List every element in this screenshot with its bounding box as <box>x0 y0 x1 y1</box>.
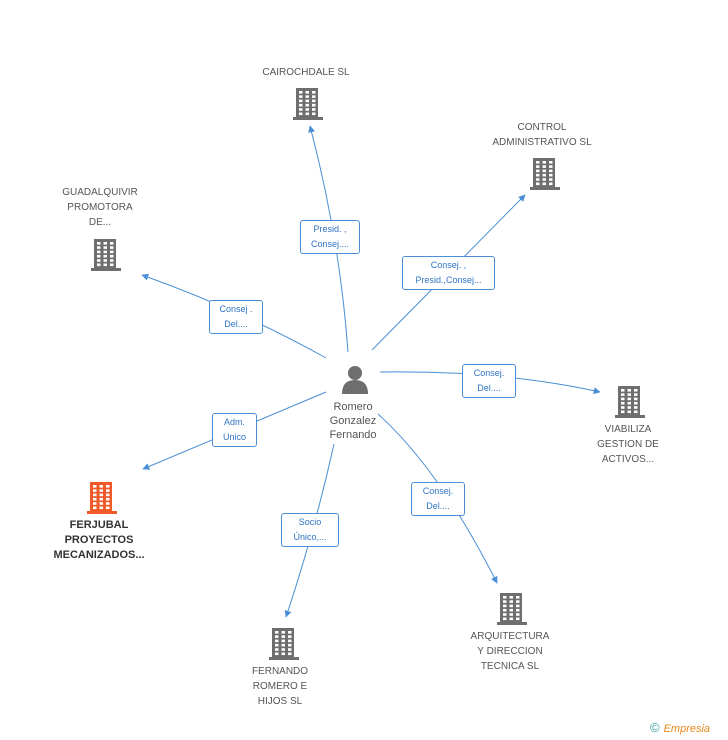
building-icon[interactable] <box>496 591 528 625</box>
label-line: PROMOTORA <box>67 202 133 213</box>
label-line: CAIROCHDALE SL <box>262 67 350 78</box>
building-icon[interactable] <box>614 384 646 418</box>
company-label[interactable]: FERNANDO ROMERO E HIJOS SL <box>220 664 340 709</box>
company-label[interactable]: ARQUITECTURA Y DIRECCION TECNICA SL <box>450 629 570 674</box>
label-line: TECNICA SL <box>480 661 540 672</box>
role-line: Consej. , <box>430 260 467 270</box>
role-line: Adm. <box>223 417 245 427</box>
label-line: FERJUBAL <box>69 519 129 531</box>
label-line: DE... <box>88 217 112 228</box>
edge-role-label[interactable]: Presid. , Consej.... <box>300 220 360 254</box>
role-line: Del.... <box>224 319 248 329</box>
edge-role-label[interactable]: Consej. Del.... <box>462 364 516 398</box>
building-icon-highlighted[interactable] <box>86 480 118 514</box>
edge-role-label[interactable]: Consej. Del.... <box>411 482 465 516</box>
label-line: CONTROL <box>517 122 567 133</box>
brand-name: Empresia <box>663 723 711 735</box>
role-line: Unico <box>222 432 246 442</box>
copyright-icon: © <box>650 720 660 735</box>
center-name-line: Gonzalez <box>329 415 377 427</box>
building-icon[interactable] <box>529 156 561 190</box>
label-line: ADMINISTRATIVO SL <box>492 137 592 148</box>
company-label[interactable]: GUADALQUIVIR PROMOTORA DE... <box>40 185 160 230</box>
label-line: GESTION DE <box>597 439 659 450</box>
label-line: ACTIVOS... <box>601 454 655 465</box>
company-label[interactable]: VIABILIZA GESTION DE ACTIVOS... <box>568 422 688 467</box>
label-line: MECANIZADOS... <box>53 549 145 561</box>
edge-role-label[interactable]: Adm. Unico <box>212 413 257 447</box>
company-label-highlighted[interactable]: FERJUBAL PROYECTOS MECANIZADOS... <box>39 518 159 563</box>
role-line: Consej. <box>422 486 454 496</box>
role-line: Del.... <box>426 501 450 511</box>
edge-role-label[interactable]: Consej . Del.... <box>209 300 263 334</box>
role-line: Único,... <box>293 532 327 542</box>
label-line: PROYECTOS <box>64 534 134 546</box>
edge-role-label[interactable]: Socio Único,... <box>281 513 339 547</box>
label-line: FERNANDO <box>251 666 309 677</box>
building-icon[interactable] <box>292 86 324 120</box>
role-line: Socio <box>298 517 322 527</box>
role-line: Consej.... <box>310 239 350 249</box>
building-icon[interactable] <box>90 237 122 271</box>
role-line: Presid. , <box>313 224 347 234</box>
person-icon[interactable] <box>340 364 370 394</box>
label-line: ROMERO E <box>252 681 308 692</box>
edge-role-label[interactable]: Consej. , Presid.,Consej... <box>402 256 495 290</box>
company-label[interactable]: CAIROCHDALE SL <box>246 65 366 80</box>
label-line: GUADALQUIVIR <box>62 187 138 198</box>
center-name-line: Romero <box>333 401 373 413</box>
role-line: Consej. <box>473 368 505 378</box>
role-line: Del.... <box>477 383 501 393</box>
label-line: Y DIRECCION <box>477 646 543 657</box>
brand-footer: ©Empresia <box>650 720 710 735</box>
label-line: ARQUITECTURA <box>470 631 550 642</box>
label-line: HIJOS SL <box>257 696 303 707</box>
role-line: Presid.,Consej... <box>415 275 482 285</box>
center-person-name[interactable]: Romero Gonzalez Fernando <box>303 400 403 442</box>
label-line: VIABILIZA <box>604 424 652 435</box>
company-label[interactable]: CONTROL ADMINISTRATIVO SL <box>482 120 602 150</box>
center-name-line: Fernando <box>329 429 377 441</box>
role-line: Consej . <box>219 304 253 314</box>
building-icon[interactable] <box>268 626 300 660</box>
